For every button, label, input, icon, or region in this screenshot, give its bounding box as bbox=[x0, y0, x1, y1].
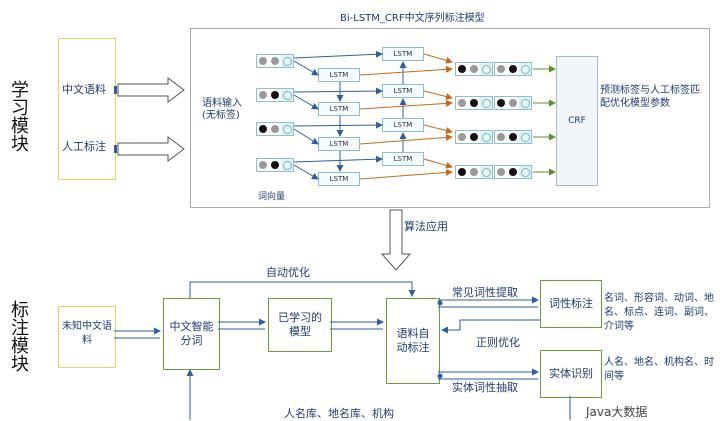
learning-module-label: 学习模块 bbox=[6, 80, 30, 158]
watermark: Java大数据 bbox=[586, 405, 648, 419]
lstm-low-4: LSTM bbox=[318, 172, 360, 186]
learning-module-text: 学习模块 bbox=[8, 80, 29, 152]
crf-layer: CRF bbox=[556, 56, 598, 186]
output-token-4a bbox=[455, 165, 493, 179]
corpus-input-label: 语料输入 (无标签) bbox=[202, 98, 242, 121]
regular-optimize-label: 正则优化 bbox=[476, 336, 520, 349]
pos-list: 名词、形容词、动词、地名、标点、连词、副词、介词等 bbox=[604, 293, 714, 332]
lstm-low-1: LSTM bbox=[318, 68, 360, 82]
entity-list: 人名、地名、机构名、时间等 bbox=[604, 357, 714, 382]
output-token-3b bbox=[494, 130, 532, 144]
output-optimize-label: 预测标签与人工标签匹配优化模型参数 bbox=[600, 85, 700, 109]
output-token-1a bbox=[455, 62, 493, 76]
dictionary-hint-label: 人名库、地名库、机构 bbox=[284, 407, 394, 420]
tagging-module-text: 标注模块 bbox=[8, 300, 29, 372]
unknown-corpus-label: 未知中文语料 bbox=[62, 321, 112, 346]
corpus-to-model-arrow-2 bbox=[117, 136, 185, 162]
corpus-to-model-arrow-1 bbox=[117, 77, 185, 103]
lstm-top-1: LSTM bbox=[382, 47, 424, 61]
unknown-corpus-box bbox=[58, 306, 116, 368]
lstm-low-3: LSTM bbox=[318, 137, 360, 151]
input-token-1 bbox=[256, 54, 294, 68]
word-vector-label: 词向量 bbox=[258, 192, 286, 202]
entity-recog-box: 实体识别 bbox=[540, 350, 602, 398]
output-token-4b bbox=[494, 165, 532, 179]
auto-optimize-label: 自动优化 bbox=[266, 266, 310, 279]
model-title: Bi-LSTM_CRF中文序列标注模型 bbox=[340, 13, 485, 24]
manual-annotation-label: 人工标注 bbox=[62, 140, 106, 153]
algorithm-apply-label: 算法应用 bbox=[404, 220, 448, 233]
learning-input-box bbox=[58, 38, 116, 180]
lstm-low-2: LSTM bbox=[318, 102, 360, 116]
learned-model-box: 已学习的模型 bbox=[268, 298, 332, 352]
tagging-module-label: 标注模块 bbox=[6, 300, 30, 378]
smart-segment-box: 中文智能分词 bbox=[163, 298, 220, 370]
algorithm-apply-arrow bbox=[380, 209, 412, 271]
pos-tag-box: 词性标注 bbox=[540, 280, 602, 328]
lstm-top-3: LSTM bbox=[382, 118, 424, 132]
pos-extract-label: 常见词性提取 bbox=[452, 286, 518, 299]
output-token-2b bbox=[494, 96, 532, 110]
auto-tag-box: 语料自动标注 bbox=[386, 298, 440, 384]
entity-extract-label: 实体词性抽取 bbox=[452, 381, 518, 394]
input-token-2 bbox=[256, 88, 294, 102]
output-token-1b bbox=[494, 62, 532, 76]
output-token-2a bbox=[455, 96, 493, 110]
chinese-corpus-label: 中文语料 bbox=[62, 83, 106, 96]
output-token-3a bbox=[455, 130, 493, 144]
input-token-4 bbox=[256, 158, 294, 172]
input-token-3 bbox=[256, 122, 294, 136]
